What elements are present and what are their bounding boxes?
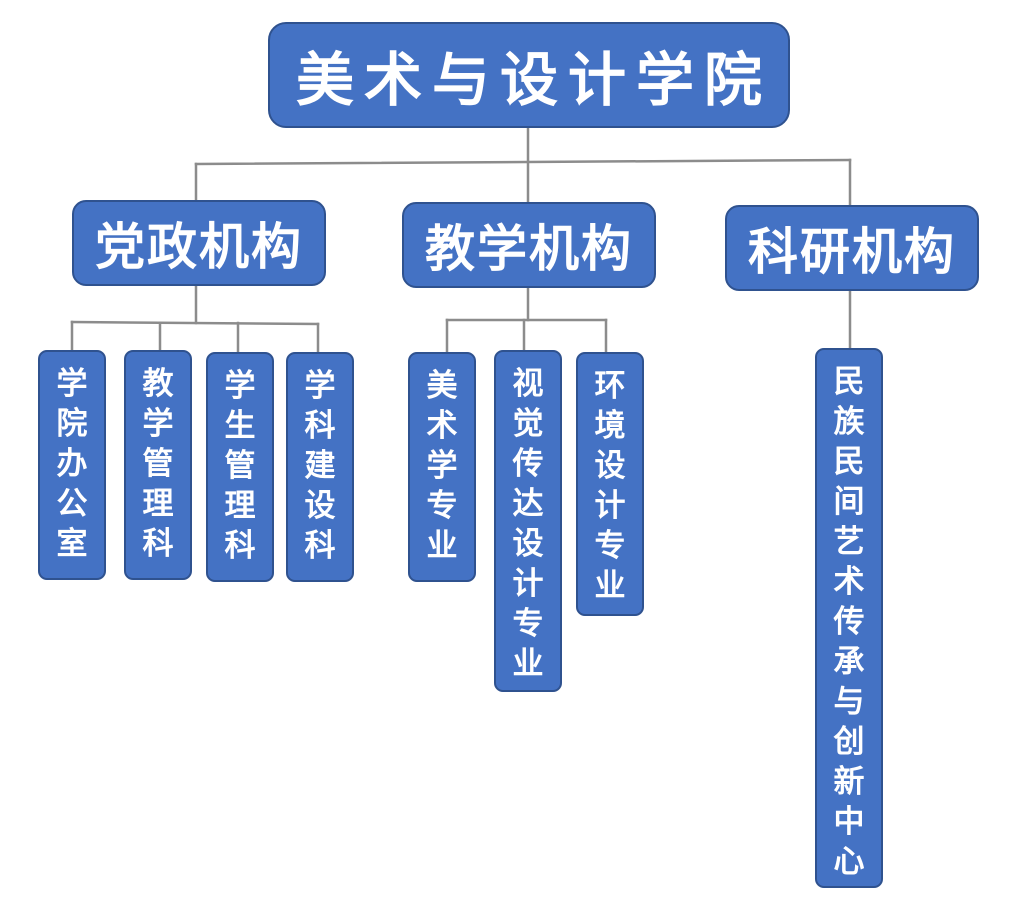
connector-line xyxy=(194,158,852,166)
unit-label: 视觉传达设计专业 xyxy=(512,366,544,682)
connector-line xyxy=(70,320,320,326)
unit-label: 学生管理科 xyxy=(224,368,256,564)
branch-node-party-admin: 党政机构 xyxy=(72,200,326,286)
unit-label: 学科建设科 xyxy=(304,368,336,564)
branch-label: 党政机构 xyxy=(95,218,303,276)
unit-node: 环境设计专业 xyxy=(576,352,644,616)
unit-node: 民族民间艺术传承与创新中心 xyxy=(815,348,883,888)
unit-label: 学院办公室 xyxy=(56,366,88,562)
unit-label: 环境设计专业 xyxy=(594,368,626,604)
unit-label: 民族民间艺术传承与创新中心 xyxy=(833,364,865,880)
unit-node: 视觉传达设计专业 xyxy=(494,350,562,692)
branch-node-teaching: 教学机构 xyxy=(402,202,656,288)
branch-node-research: 科研机构 xyxy=(725,205,979,291)
unit-node: 学生管理科 xyxy=(206,352,274,582)
branch-label: 科研机构 xyxy=(748,223,956,281)
root-node: 美术与设计学院 xyxy=(268,22,790,128)
unit-node: 学院办公室 xyxy=(38,350,106,580)
unit-label: 美术学专业 xyxy=(426,368,458,564)
root-label: 美术与设计学院 xyxy=(295,46,772,114)
unit-node: 美术学专业 xyxy=(408,352,476,582)
unit-label: 教学管理科 xyxy=(142,366,174,562)
branch-label: 教学机构 xyxy=(425,220,633,278)
unit-node: 教学管理科 xyxy=(124,350,192,580)
unit-node: 学科建设科 xyxy=(286,352,354,582)
